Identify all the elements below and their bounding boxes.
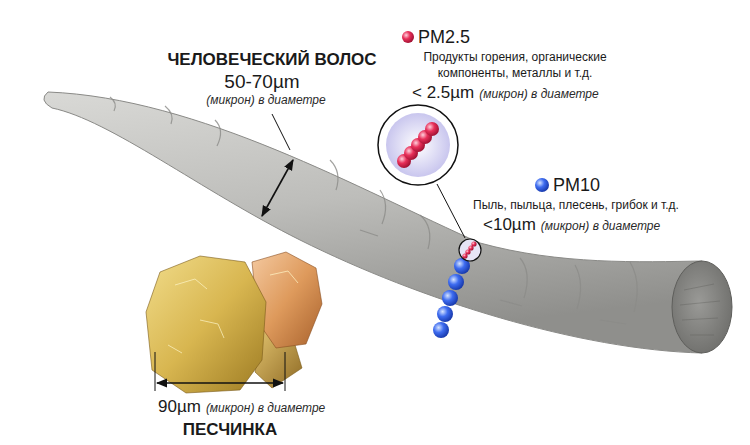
magnifier-outer	[378, 105, 458, 185]
object-name: ПЕСЧИНКА	[183, 420, 278, 440]
pm10-particles	[433, 258, 470, 338]
dimension-arrow	[157, 382, 283, 384]
particle-description: Продукты горения, органические компонент…	[395, 50, 635, 81]
dimension-value: 90µm	[158, 397, 201, 417]
pm10-dot	[535, 178, 549, 192]
particle-name: PM10	[553, 175, 600, 196]
dimension-value: <10µm	[483, 215, 536, 235]
magnifier-inner	[386, 113, 450, 177]
small-magnifier	[459, 239, 481, 261]
sand-grain	[146, 256, 266, 393]
hair-shaft	[44, 92, 702, 353]
dimension-unit: (микрон) в диаметре	[479, 88, 598, 102]
sand-texture	[168, 271, 298, 353]
heading-label: ЧЕЛОВЕЧЕСКИЙ ВОЛОС	[167, 50, 376, 70]
particle-description: Пыль, пыльца, плесень, грибок и т.д.	[473, 199, 679, 213]
pm25-dot	[402, 31, 414, 43]
tiny-pm25-particles	[462, 241, 476, 258]
dimension-value: 50-70µm	[224, 71, 299, 93]
pm25-particles	[397, 122, 439, 168]
leader-line	[272, 114, 290, 150]
dimension-unit: (микрон) в диаметре	[206, 402, 325, 416]
dimension-tick	[285, 352, 286, 391]
hair-cross-section	[672, 261, 732, 353]
particle-name: PM2.5	[418, 27, 470, 48]
magnifier-leader	[437, 184, 465, 238]
dimension-unit: (микрон) в диаметре	[541, 220, 660, 234]
dimension-unit: (микрон) в диаметре	[206, 94, 325, 108]
dimension-tick	[155, 352, 156, 391]
dimension-value: < 2.5µm	[412, 83, 474, 103]
dimension-arrow	[262, 160, 293, 216]
hair-section-texture	[680, 284, 720, 335]
